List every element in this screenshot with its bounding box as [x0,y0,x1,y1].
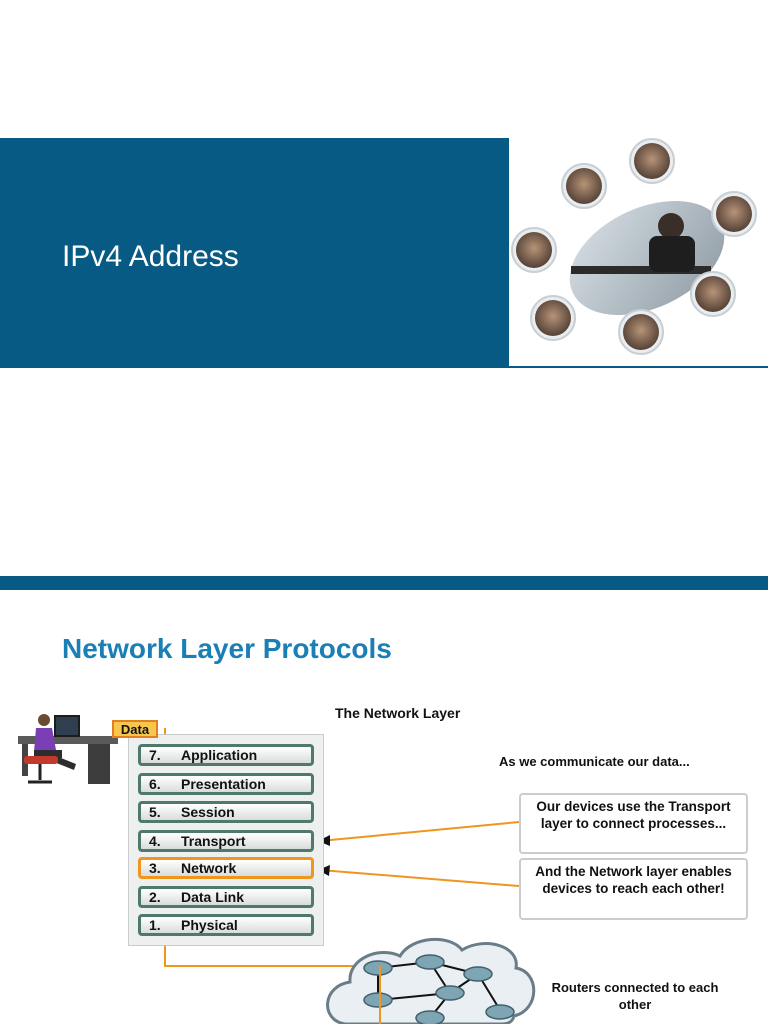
layer-name: Application [181,747,257,764]
layer-number: 4. [149,833,161,850]
layer-name: Transport [181,833,246,850]
slide-divider-bar [0,576,768,590]
transport-arrow [320,822,519,841]
layer-name: Presentation [181,776,266,793]
diagram-heading: The Network Layer [335,705,460,721]
network-arrow [320,870,519,886]
osi-layer: 6. Presentation [138,773,314,795]
slide-title-ipv4: IPv4 Address [62,240,239,274]
osi-layer-highlighted: 3. Network [138,857,314,879]
layer-number: 6. [149,776,161,793]
photo-collage [509,138,768,366]
computer-user-icon [18,714,118,784]
osi-layer: 5. Session [138,801,314,823]
transport-callout: Our devices use the Transport layer to c… [519,793,748,854]
layer-number: 2. [149,889,161,906]
layer-number: 5. [149,804,161,821]
osi-layer: 2. Data Link [138,886,314,908]
data-label: Data [112,720,158,738]
osi-layer: 7. Application [138,744,314,766]
network-callout: And the Network layer enables devices to… [519,858,748,920]
network-layer-diagram: The Network Layer Data 7. Application 6.… [0,700,768,1024]
routers-note: Routers connected to each other [540,979,730,1013]
slide-title-network-layer: Network Layer Protocols [62,633,392,665]
layer-name: Network [181,860,236,877]
collage-image [509,138,768,366]
osi-layer: 1. Physical [138,914,314,936]
layer-number: 1. [149,917,161,934]
osi-layer: 4. Transport [138,830,314,852]
layer-number: 3. [149,860,161,877]
layer-name: Session [181,804,235,821]
intro-note: As we communicate our data... [499,753,754,770]
layer-number: 7. [149,747,161,764]
layer-name: Data Link [181,889,244,906]
router-cloud-icon [328,939,534,1024]
layer-name: Physical [181,917,238,934]
